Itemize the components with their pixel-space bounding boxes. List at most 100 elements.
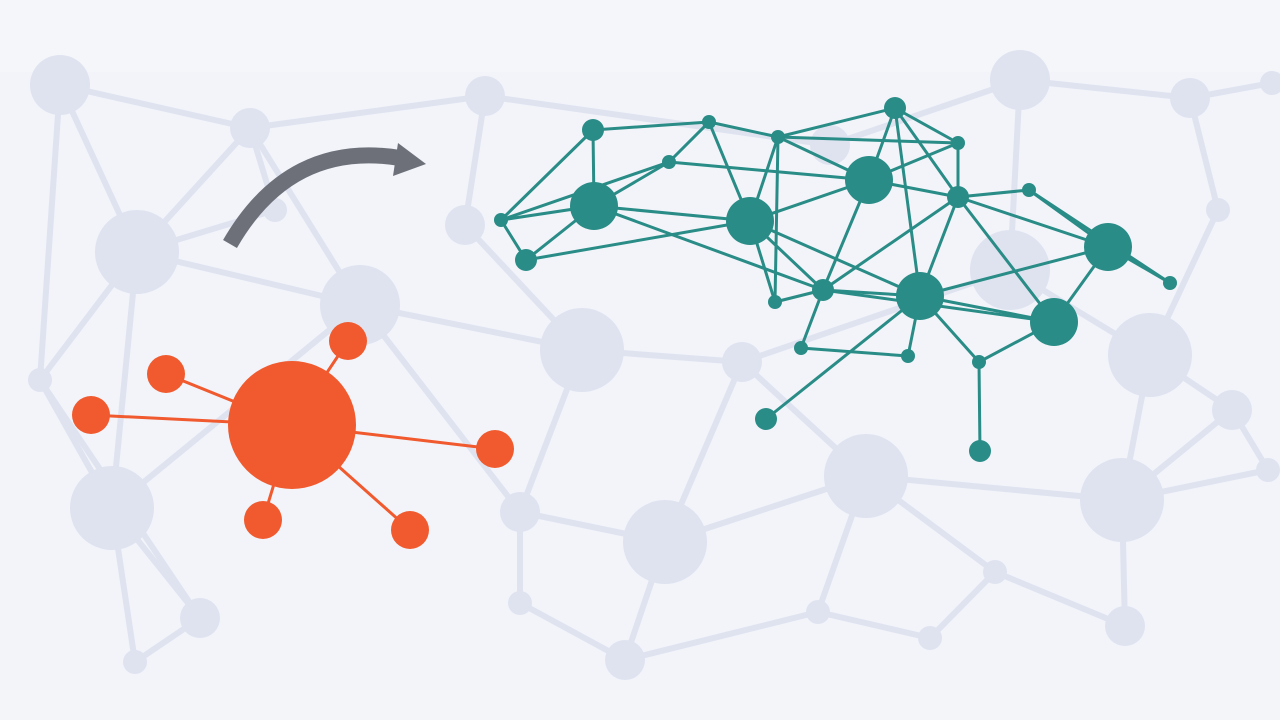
background-node <box>990 50 1050 110</box>
centralized-hub-node <box>228 361 356 489</box>
distributed-edge <box>524 219 752 262</box>
distributed-edge <box>776 135 960 145</box>
distributed-edge <box>893 106 922 298</box>
distributed-edge <box>667 120 711 164</box>
curved-arrow-right-icon <box>223 143 426 249</box>
distributed-edge <box>499 128 595 222</box>
distributed-edge <box>667 160 871 182</box>
background-edge <box>247 93 488 131</box>
background-node <box>28 368 52 392</box>
distributed-node <box>972 355 986 369</box>
background-edge <box>109 249 140 511</box>
distributed-node <box>896 272 944 320</box>
distributed-node <box>582 119 604 141</box>
background-node <box>918 626 942 650</box>
centralized-spoke-node <box>244 501 282 539</box>
distributed-edge <box>592 204 825 292</box>
background-node <box>230 108 270 148</box>
distributed-node <box>768 295 782 309</box>
distributed-node <box>494 213 508 227</box>
background-node <box>983 560 1007 584</box>
background-node <box>1108 313 1192 397</box>
distributed-node <box>771 130 785 144</box>
background-node <box>1256 458 1280 482</box>
distributed-node <box>884 97 906 119</box>
background-node <box>500 492 540 532</box>
distributed-network-icon <box>494 97 1177 462</box>
background-edge <box>37 82 63 383</box>
distributed-node <box>901 349 915 363</box>
distributed-node <box>1084 223 1132 271</box>
background-node <box>1080 458 1164 542</box>
bottom-band <box>0 690 1280 720</box>
distributed-node <box>570 182 618 230</box>
distributed-edge <box>918 245 1110 298</box>
distributed-edge <box>592 204 752 223</box>
background-node <box>445 205 485 245</box>
centralized-spoke-node <box>72 396 110 434</box>
distributed-edge <box>893 106 960 145</box>
distributed-node <box>1022 183 1036 197</box>
distributed-node <box>662 155 676 169</box>
background-node <box>623 500 707 584</box>
background-edge <box>815 609 933 641</box>
background-node <box>95 210 179 294</box>
background-node <box>30 55 90 115</box>
distributed-edge <box>764 294 922 421</box>
distributed-node <box>702 115 716 129</box>
distributed-edge <box>799 346 910 358</box>
background-edge <box>863 473 1125 503</box>
background-node <box>824 434 908 518</box>
distributed-edge <box>956 188 1031 199</box>
distributed-node <box>845 156 893 204</box>
centralized-spoke-node <box>329 322 367 360</box>
background-node <box>123 650 147 674</box>
arrow-shaft <box>223 147 402 249</box>
distributed-edge <box>956 195 1056 324</box>
background-edge <box>927 569 998 641</box>
background-node <box>722 342 762 382</box>
distributed-node <box>951 136 965 150</box>
distributed-node <box>812 279 834 301</box>
distributed-edge <box>707 120 780 139</box>
distributed-node <box>969 440 991 462</box>
background-node <box>1212 390 1252 430</box>
centralized-spoke-node <box>391 511 429 549</box>
background-node <box>1260 71 1280 95</box>
distributed-edge <box>773 135 780 304</box>
centralized-network-icon <box>72 322 514 549</box>
distributed-node <box>515 249 537 271</box>
distributed-node <box>947 186 969 208</box>
distributed-node <box>1163 276 1177 290</box>
distributed-edge <box>893 106 960 199</box>
background-node <box>1170 78 1210 118</box>
background-node <box>508 591 532 615</box>
distributed-edge <box>977 360 982 453</box>
background-edge <box>357 302 523 515</box>
background-node <box>810 125 850 165</box>
background-edge <box>462 93 488 228</box>
background-node <box>1206 198 1230 222</box>
top-band <box>0 0 1280 72</box>
background-node <box>180 598 220 638</box>
background-node <box>465 76 505 116</box>
background-node <box>806 600 830 624</box>
centralized-spoke-node <box>147 355 185 393</box>
arrow-head <box>393 143 426 176</box>
distributed-node <box>726 197 774 245</box>
background-node <box>540 308 624 392</box>
distributed-node <box>755 408 777 430</box>
background-node <box>70 466 154 550</box>
background-node <box>1105 606 1145 646</box>
distributed-edge <box>821 195 960 292</box>
background-edge <box>622 609 821 663</box>
background-edge <box>827 77 1023 148</box>
background-edge <box>992 569 1128 629</box>
distributed-node <box>1030 298 1078 346</box>
distributed-edge <box>776 106 897 139</box>
distributed-edge <box>956 195 1110 249</box>
distributed-node <box>794 341 808 355</box>
background-edge <box>57 82 253 131</box>
